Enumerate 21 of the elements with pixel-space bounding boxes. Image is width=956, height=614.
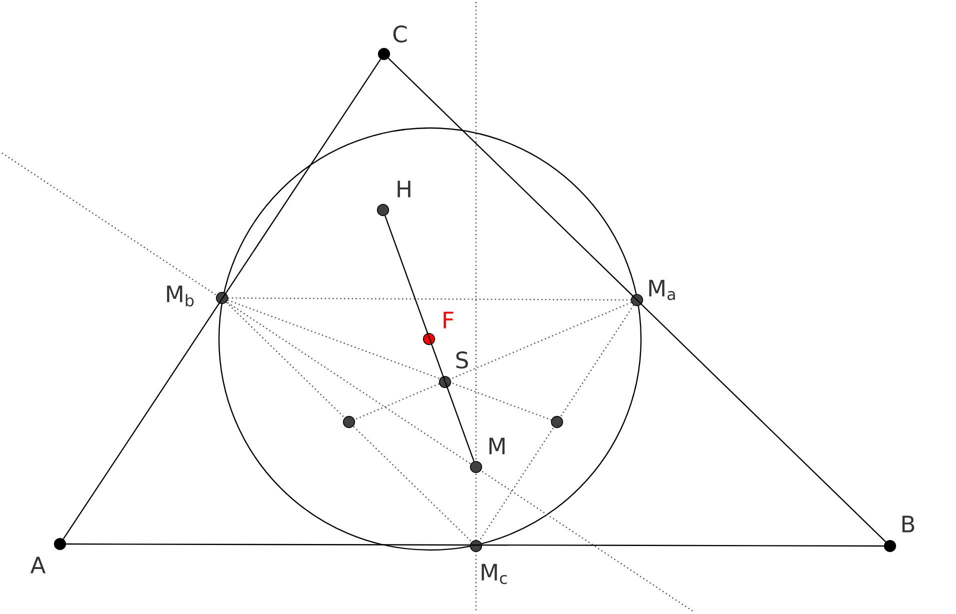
point <box>550 416 564 428</box>
dotted-line <box>228 297 631 301</box>
dotted-line <box>226 302 472 542</box>
line-segment <box>388 58 886 542</box>
point-label: S <box>456 351 468 369</box>
line-segment <box>66 543 884 547</box>
dotted-line <box>354 302 632 420</box>
point-label: C <box>393 25 407 43</box>
point-label: F <box>444 312 454 328</box>
line-segment <box>384 216 474 462</box>
point-label: M$_{a}$ <box>649 280 675 300</box>
dotted-line <box>478 304 634 542</box>
point-label: H <box>398 180 410 198</box>
point <box>342 416 356 428</box>
dotted-line <box>227 300 552 420</box>
point-label: M$_{c}$ <box>482 564 507 584</box>
point-label: A <box>30 556 46 574</box>
point-label: B <box>902 516 914 532</box>
point-label: M <box>489 438 505 454</box>
point-label: M$_{b}$ <box>167 286 194 306</box>
line-segment <box>62 58 382 540</box>
